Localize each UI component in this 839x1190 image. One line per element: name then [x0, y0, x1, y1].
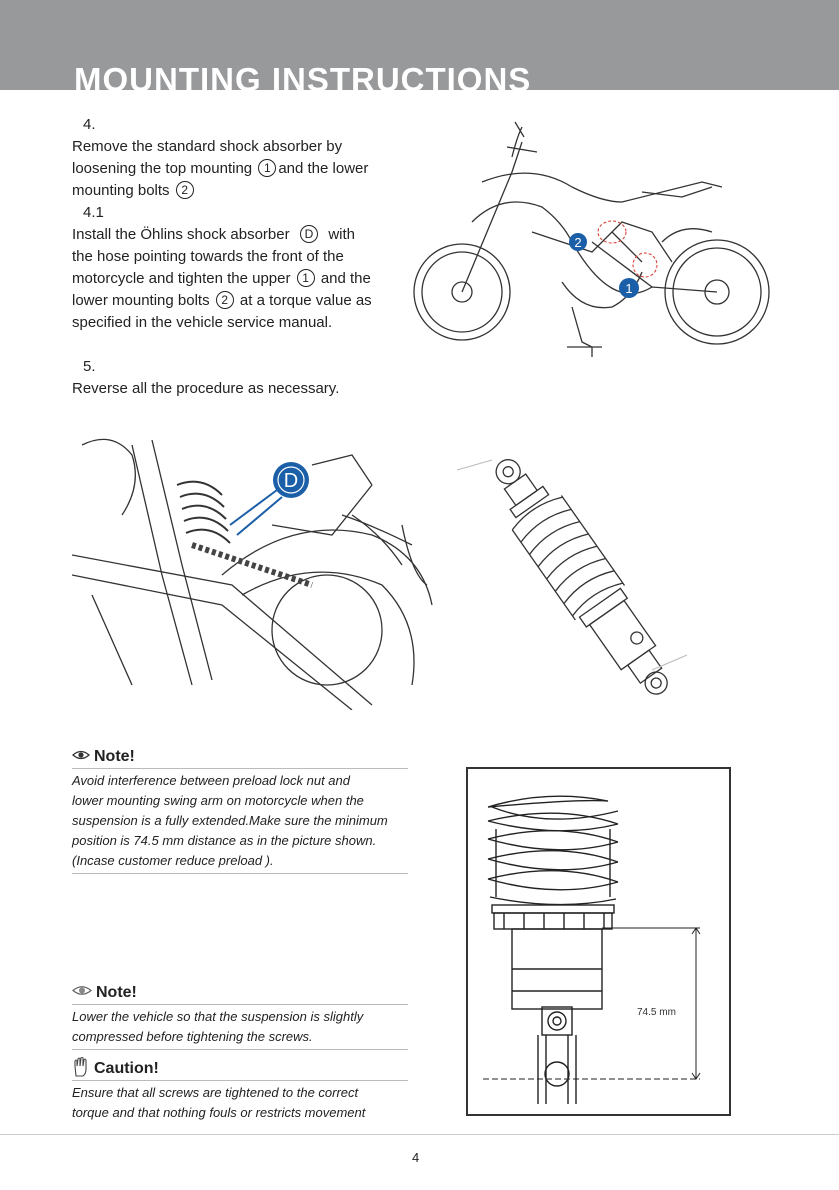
step-4-1-line-2: the hose pointing towards the front of t… — [72, 248, 344, 265]
note-1-title: Note! — [94, 748, 135, 765]
note-1-line: suspension is a fully extended.Make sure… — [72, 813, 388, 828]
callout-d: D — [299, 225, 318, 243]
note-1-line: (Incase customer reduce preload ). — [72, 853, 274, 868]
marker-d-label: D — [284, 470, 298, 492]
ohlins-shock-illustration — [456, 459, 688, 695]
marker-1 — [619, 278, 639, 298]
note-preload-lock-nut: Note! Avoid interference between preload… — [72, 747, 408, 874]
step-4-1-line-1: Install the Öhlins shock absorber D with — [72, 225, 355, 243]
step-4-line-1: Remove the standard shock absorber by — [72, 138, 343, 155]
step-4-1-line-4: lower mounting bolts 2 at a torque value… — [72, 291, 372, 309]
dimension-label: 74.5 mm — [637, 1007, 676, 1018]
marker-2-label: 2 — [574, 235, 581, 250]
note-2-title: Note! — [96, 984, 137, 1001]
shock-dimension-drawing — [483, 795, 701, 1104]
caution-line: torque and that nothing fouls or restric… — [72, 1105, 366, 1120]
page-number: 4 — [412, 1150, 420, 1165]
preload-dimension-figure — [466, 767, 731, 1116]
marker-1-label: 1 — [625, 281, 632, 296]
step-4-1-line-5: specified in the vehicle service manual. — [72, 314, 333, 331]
hand-icon — [72, 1055, 90, 1082]
instruction-steps: 4. Remove the standard shock absorber by… — [72, 114, 412, 400]
note-1-line: Avoid interference between preload lock … — [72, 773, 351, 788]
caution-line: Ensure that all screws are tightened to … — [72, 1085, 359, 1100]
step-4-number: 4. — [83, 116, 96, 133]
footer-divider — [0, 1134, 839, 1135]
callout-2: 2 — [175, 181, 194, 199]
eye-icon — [71, 984, 93, 1002]
motorcycle-illustration: 2 1 — [413, 121, 770, 357]
note-2-heading: Note! — [71, 983, 408, 1003]
note-2-line: compressed before tightening the screws. — [72, 1029, 313, 1044]
caution-screws: Caution! Ensure that all screws are tigh… — [72, 1055, 408, 1123]
caution-title: Caution! — [94, 1060, 159, 1077]
note-1-line: position is 74.5 mm distance as in the p… — [72, 833, 377, 848]
callout-2: 2 — [215, 291, 234, 309]
page-title: MOUNTING INSTRUCTIONS — [74, 61, 532, 90]
step-4-line-3: mounting bolts 2 — [72, 180, 412, 202]
note-lower-vehicle: Note! Lower the vehicle so that the susp… — [71, 983, 408, 1050]
note-1-line: lower mounting swing arm on motorcycle w… — [72, 793, 364, 808]
step-5-number: 5. — [83, 358, 96, 375]
header-bar: MOUNTING INSTRUCTIONS — [0, 0, 839, 90]
eye-icon — [72, 748, 90, 766]
marker-2 — [569, 233, 587, 251]
note-2-line: Lower the vehicle so that the suspension… — [72, 1009, 364, 1024]
note-1-heading: Note! — [72, 747, 408, 767]
caution-heading: Caution! — [72, 1055, 408, 1082]
callout-1: 1 — [258, 159, 277, 177]
step-5-line-1: Reverse all the procedure as necessary. — [72, 380, 340, 397]
step-4-1-number: 4.1 — [83, 204, 104, 221]
step-4-1-line-3: motorcycle and tighten the upper 1 and t… — [72, 269, 371, 287]
mounting-closeup-illustration: D — [72, 438, 433, 710]
callout-1: 1 — [296, 269, 315, 287]
